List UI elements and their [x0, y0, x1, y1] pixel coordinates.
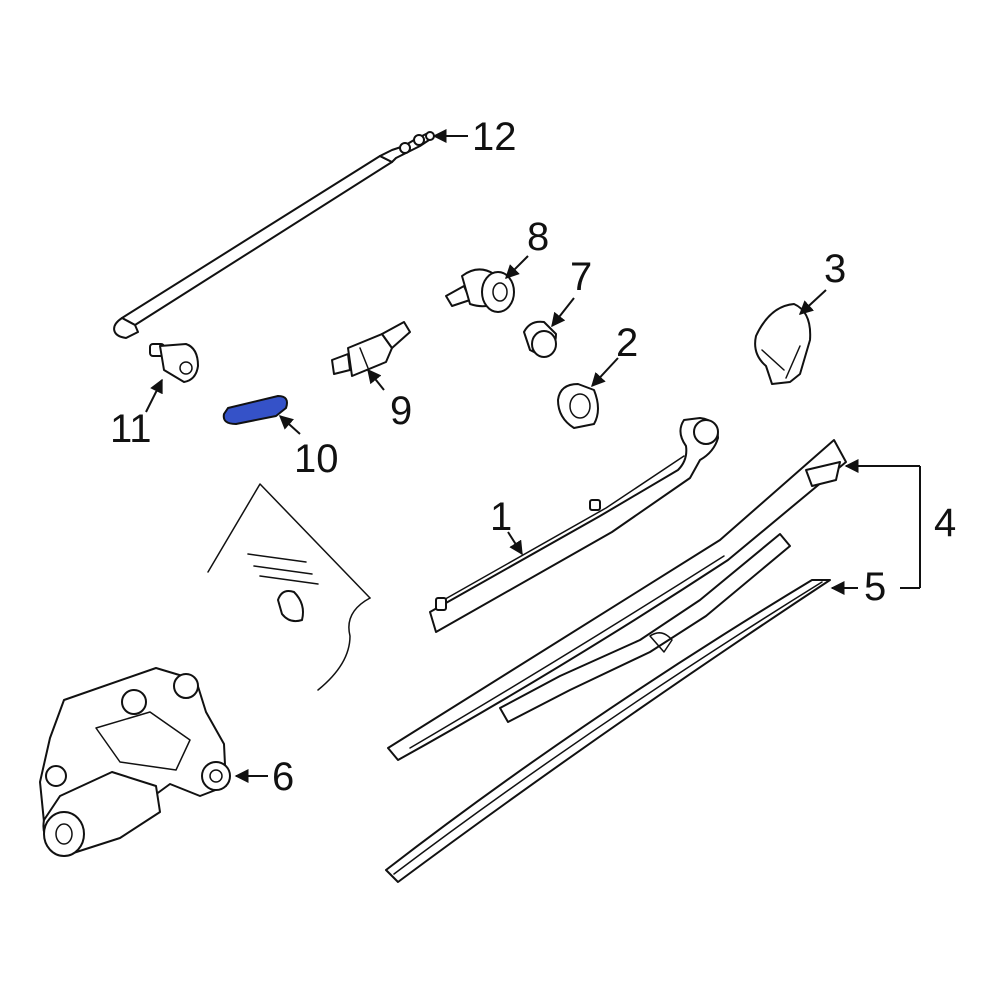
callout-1: 1 — [490, 495, 512, 539]
part-11-hose-connector[interactable] — [149, 343, 199, 383]
part-6-wiper-motor[interactable] — [39, 667, 231, 857]
callout-3: 3 — [824, 247, 846, 291]
callout-11: 11 — [110, 407, 152, 451]
callout-2: 2 — [616, 321, 638, 365]
part-10-seal[interactable] — [222, 395, 288, 425]
part-7-grommet[interactable] — [523, 320, 557, 358]
rear-window-outline — [207, 483, 371, 691]
callout-5: 5 — [864, 565, 886, 609]
part-3-cap[interactable] — [754, 303, 812, 385]
part-5-blade-refill[interactable] — [385, 579, 831, 883]
callout-12: 12 — [472, 115, 517, 159]
callout-7: 7 — [570, 255, 592, 299]
callout-8: 8 — [527, 215, 549, 259]
part-1-wiper-arm[interactable] — [429, 417, 719, 633]
part-9-check-valve[interactable] — [331, 321, 411, 377]
callout-6: 6 — [272, 755, 294, 799]
part-4-wiper-blade[interactable] — [387, 439, 847, 761]
callout-10: 10 — [294, 437, 339, 481]
part-12-washer-hose[interactable] — [113, 131, 435, 339]
leader-lines — [145, 129, 921, 783]
callout-9: 9 — [390, 389, 412, 433]
part-8-nozzle[interactable] — [445, 268, 515, 313]
callout-4: 4 — [934, 501, 956, 545]
part-2-nut[interactable] — [557, 383, 599, 429]
